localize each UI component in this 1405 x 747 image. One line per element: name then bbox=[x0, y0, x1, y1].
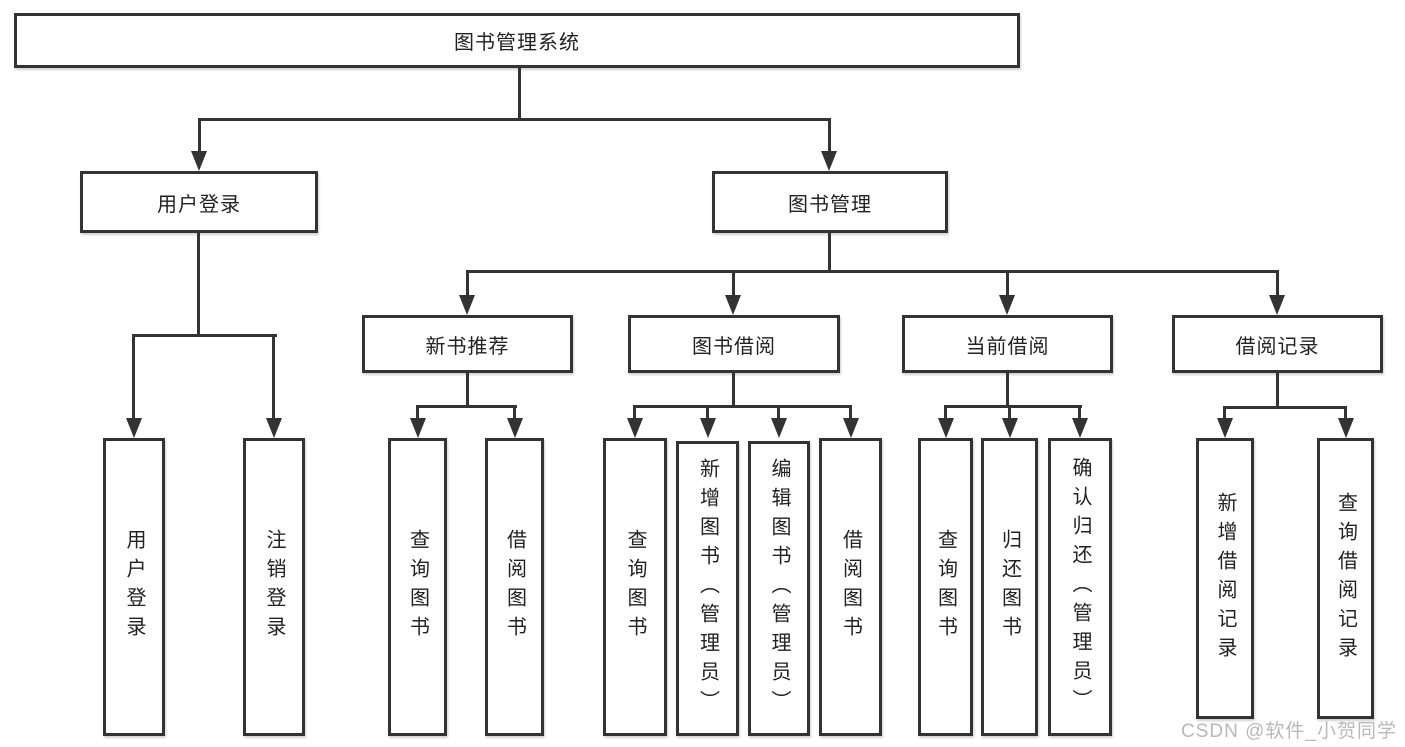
arrowhead-icon bbox=[126, 418, 142, 438]
connector-line bbox=[1223, 406, 1226, 419]
arrowhead-icon bbox=[1269, 295, 1285, 315]
node-root-library-system: 图书管理系统 bbox=[14, 13, 1020, 68]
node-book-borrow: 图书借阅 bbox=[628, 315, 840, 373]
connector-line bbox=[1006, 270, 1009, 296]
arrowhead-icon bbox=[843, 418, 859, 438]
arrowhead-icon bbox=[725, 295, 741, 315]
node-label: 借阅图书 bbox=[839, 529, 862, 645]
node-label: 用户登录 bbox=[123, 529, 145, 645]
node-user-login: 用户登录 bbox=[80, 171, 318, 233]
connector-line bbox=[1223, 406, 1347, 409]
leaf-query-books-1: 查询图书 bbox=[388, 438, 447, 736]
connector-line bbox=[513, 405, 516, 419]
arrowhead-icon bbox=[627, 418, 643, 438]
connector-line bbox=[732, 270, 735, 296]
connector-line bbox=[1008, 405, 1011, 419]
connector-line bbox=[198, 118, 831, 121]
connector-line bbox=[1344, 406, 1347, 419]
arrowhead-icon bbox=[1072, 418, 1088, 438]
arrowhead-icon bbox=[459, 295, 475, 315]
connector-line bbox=[777, 405, 780, 419]
node-label: 编辑图书（管理员） bbox=[768, 458, 790, 719]
leaf-query-books-2: 查询图书 bbox=[603, 438, 667, 736]
connector-line bbox=[849, 405, 852, 419]
csdn-watermark: CSDN @软件_小贺同学 bbox=[1181, 721, 1397, 742]
arrowhead-icon bbox=[999, 295, 1015, 315]
connector-line bbox=[132, 334, 277, 337]
connector-line bbox=[416, 405, 517, 408]
arrowhead-icon bbox=[771, 418, 787, 438]
connector-line bbox=[732, 373, 735, 408]
leaf-query-books-3: 查询图书 bbox=[918, 438, 973, 736]
connector-line bbox=[518, 66, 521, 120]
connector-line bbox=[1006, 373, 1009, 408]
leaf-query-borrow-record: 查询借阅记录 bbox=[1317, 438, 1374, 719]
connector-line bbox=[132, 334, 135, 419]
connector-line bbox=[944, 405, 1082, 408]
node-book-management: 图书管理 bbox=[712, 171, 948, 233]
connector-line bbox=[416, 405, 419, 419]
node-label: 新增图书（管理员） bbox=[696, 458, 719, 719]
leaf-edit-books-admin: 编辑图书（管理员） bbox=[748, 441, 810, 736]
node-label: 借阅图书 bbox=[503, 529, 526, 645]
node-current-borrow: 当前借阅 bbox=[902, 315, 1113, 373]
connector-line bbox=[272, 334, 275, 419]
node-label: 归还图书 bbox=[998, 529, 1021, 645]
node-label: 当前借阅 bbox=[965, 335, 1050, 358]
connector-line bbox=[466, 270, 1279, 273]
node-label: 注销登录 bbox=[263, 529, 285, 645]
arrowhead-icon bbox=[410, 418, 426, 438]
leaf-user-login: 用户登录 bbox=[103, 438, 165, 736]
connector-line bbox=[1276, 373, 1279, 409]
connector-line bbox=[828, 233, 831, 272]
node-label: 查询图书 bbox=[624, 529, 646, 645]
arrowhead-icon bbox=[700, 418, 716, 438]
connector-line bbox=[944, 405, 947, 419]
arrowhead-icon bbox=[821, 151, 837, 171]
arrowhead-icon bbox=[191, 151, 207, 171]
arrowhead-icon bbox=[1338, 418, 1354, 438]
connector-line bbox=[466, 270, 469, 296]
arrowhead-icon bbox=[1217, 418, 1233, 438]
leaf-add-borrow-record: 新增借阅记录 bbox=[1196, 438, 1254, 719]
connector-line bbox=[198, 118, 201, 152]
leaf-add-books-admin: 新增图书（管理员） bbox=[676, 441, 739, 736]
connector-line bbox=[1276, 270, 1279, 296]
node-label: 查询借阅记录 bbox=[1334, 491, 1357, 666]
connector-line bbox=[633, 405, 852, 408]
node-new-book-recommend: 新书推荐 bbox=[362, 315, 573, 373]
connector-line bbox=[706, 405, 709, 419]
leaf-confirm-return-admin: 确认归还（管理员） bbox=[1048, 438, 1112, 736]
connector-line bbox=[197, 233, 200, 337]
node-label: 确认归还（管理员） bbox=[1069, 456, 1091, 718]
arrowhead-icon bbox=[1002, 418, 1018, 438]
leaf-borrow-books-2: 借阅图书 bbox=[819, 438, 882, 736]
arrowhead-icon bbox=[938, 418, 954, 438]
node-label: 查询图书 bbox=[406, 529, 429, 645]
leaf-return-books: 归还图书 bbox=[981, 438, 1038, 736]
connector-line bbox=[828, 118, 831, 152]
node-label: 新书推荐 bbox=[425, 335, 510, 358]
connector-line bbox=[633, 405, 636, 419]
node-label: 新增借阅记录 bbox=[1214, 491, 1236, 666]
node-label: 图书管理系统 bbox=[454, 32, 580, 54]
node-label: 用户登录 bbox=[157, 193, 241, 216]
node-label: 图书管理 bbox=[788, 193, 872, 216]
arrowhead-icon bbox=[507, 418, 523, 438]
arrowhead-icon bbox=[266, 418, 282, 438]
node-label: 查询图书 bbox=[934, 529, 957, 645]
connector-line bbox=[1078, 405, 1081, 419]
connector-line bbox=[466, 373, 469, 408]
leaf-borrow-books-1: 借阅图书 bbox=[485, 438, 544, 736]
node-borrow-records: 借阅记录 bbox=[1172, 315, 1383, 373]
node-label: 图书借阅 bbox=[692, 335, 776, 358]
node-label: 借阅记录 bbox=[1235, 335, 1320, 358]
leaf-logout: 注销登录 bbox=[243, 438, 305, 736]
